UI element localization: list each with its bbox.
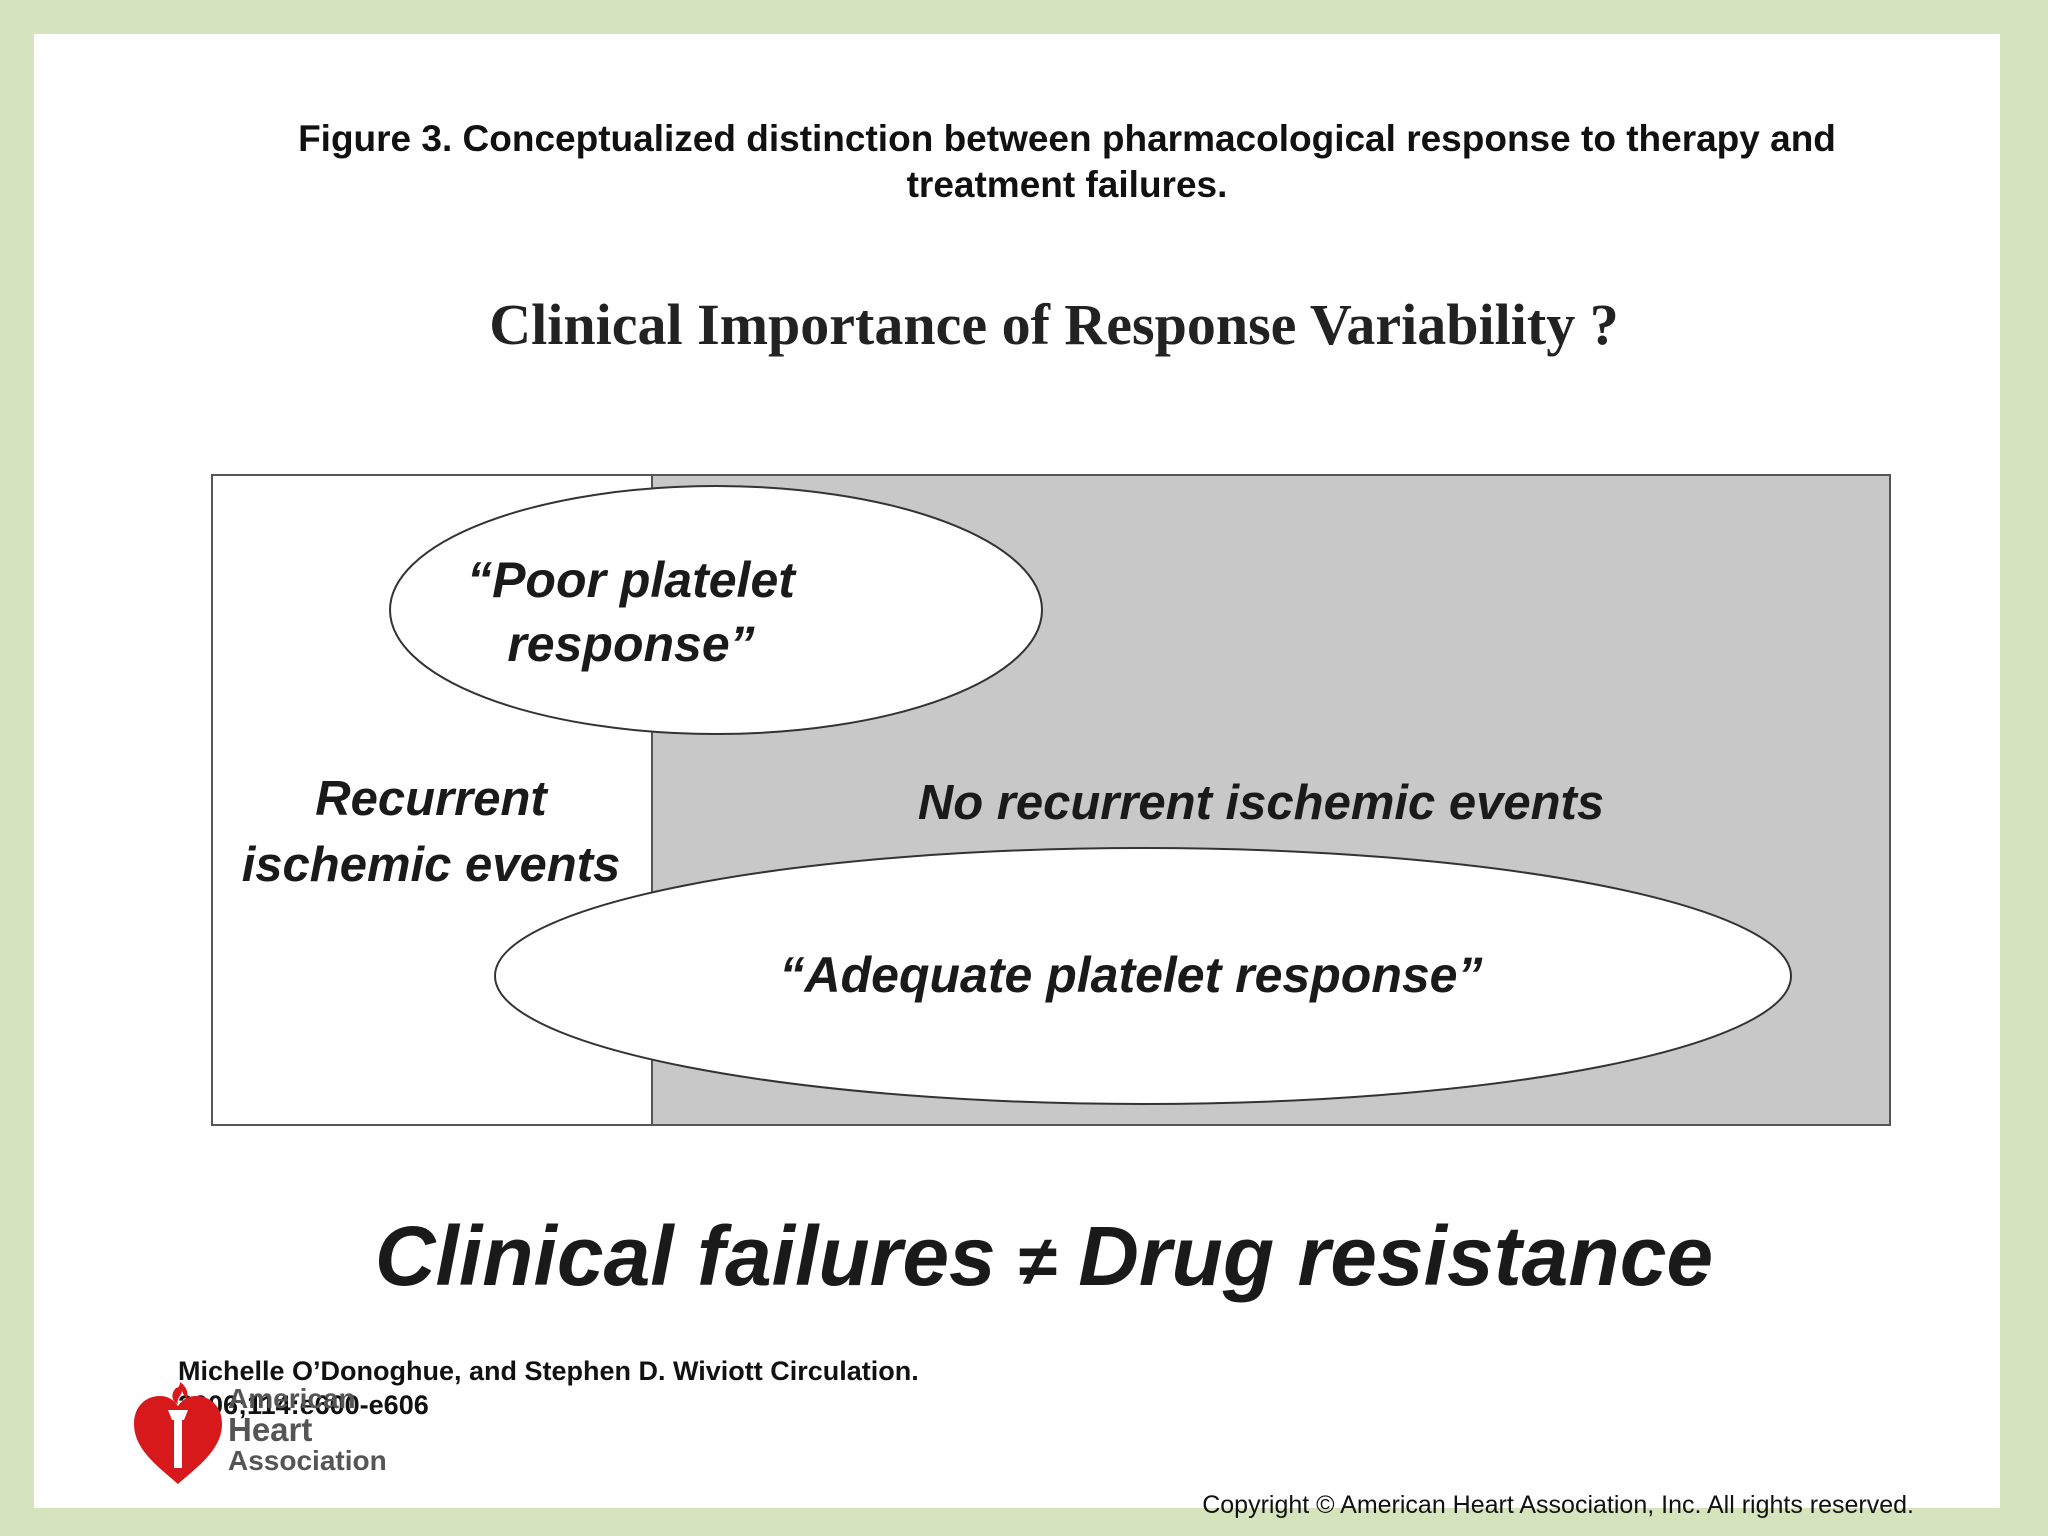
heart-torch-icon	[134, 1382, 222, 1484]
adequate-response-label: “Adequate platelet response”	[779, 947, 1483, 1003]
torch-flame	[172, 1382, 188, 1404]
diagram-graphic	[211, 474, 1891, 1126]
aha-logo: American Heart Association	[130, 1380, 450, 1520]
figure-title-line-2: treatment failures.	[906, 164, 1228, 205]
logo-line-1: American	[228, 1383, 356, 1414]
no-recurrent-events-label: No recurrent ischemic events	[917, 776, 1605, 830]
adequate-response-ellipse	[494, 847, 1792, 1105]
poor-response-ellipse	[389, 485, 1043, 735]
citation-line-1: Michelle O’Donoghue, and Stephen D. Wivi…	[178, 1356, 919, 1386]
recurrent-events-label-line-2: ischemic events	[241, 838, 621, 892]
poor-response-label-line-2: response”	[507, 616, 755, 672]
poor-response-label: “Poor platelet response”	[411, 548, 851, 676]
slide-title: Clinical Importance of Response Variabil…	[489, 292, 1619, 357]
recurrent-events-label: Recurrent ischemic events	[211, 766, 651, 898]
recurrent-events-label-line-1: Recurrent	[315, 772, 547, 826]
conclusion-left: Clinical failures	[374, 1209, 996, 1303]
copyright-notice: Copyright © American Heart Association, …	[1202, 1491, 1914, 1519]
not-equal-symbol: ≠	[1017, 1222, 1057, 1300]
figure-title: Figure 3. Conceptualized distinction bet…	[134, 116, 2000, 208]
torch-handle	[174, 1410, 182, 1468]
poor-response-label-line-1: “Poor platelet	[467, 552, 795, 608]
logo-line-3: Association	[228, 1445, 387, 1476]
response-variability-diagram: “Poor platelet response” Recurrent ische…	[211, 474, 1891, 1126]
figure-title-line-1: Figure 3. Conceptualized distinction bet…	[298, 118, 1836, 159]
conclusion-right: Drug resistance	[1078, 1209, 1714, 1303]
slide: Figure 3. Conceptualized distinction bet…	[34, 34, 2000, 1519]
conclusion-statement: Clinical failures ≠ Drug resistance	[134, 1206, 1954, 1311]
logo-line-2: Heart	[228, 1411, 313, 1448]
citation: Michelle O’Donoghue, and Stephen D. Wivi…	[178, 1354, 919, 1422]
torch-cup	[168, 1410, 188, 1420]
aha-wordmark: American Heart Association	[228, 1384, 387, 1476]
